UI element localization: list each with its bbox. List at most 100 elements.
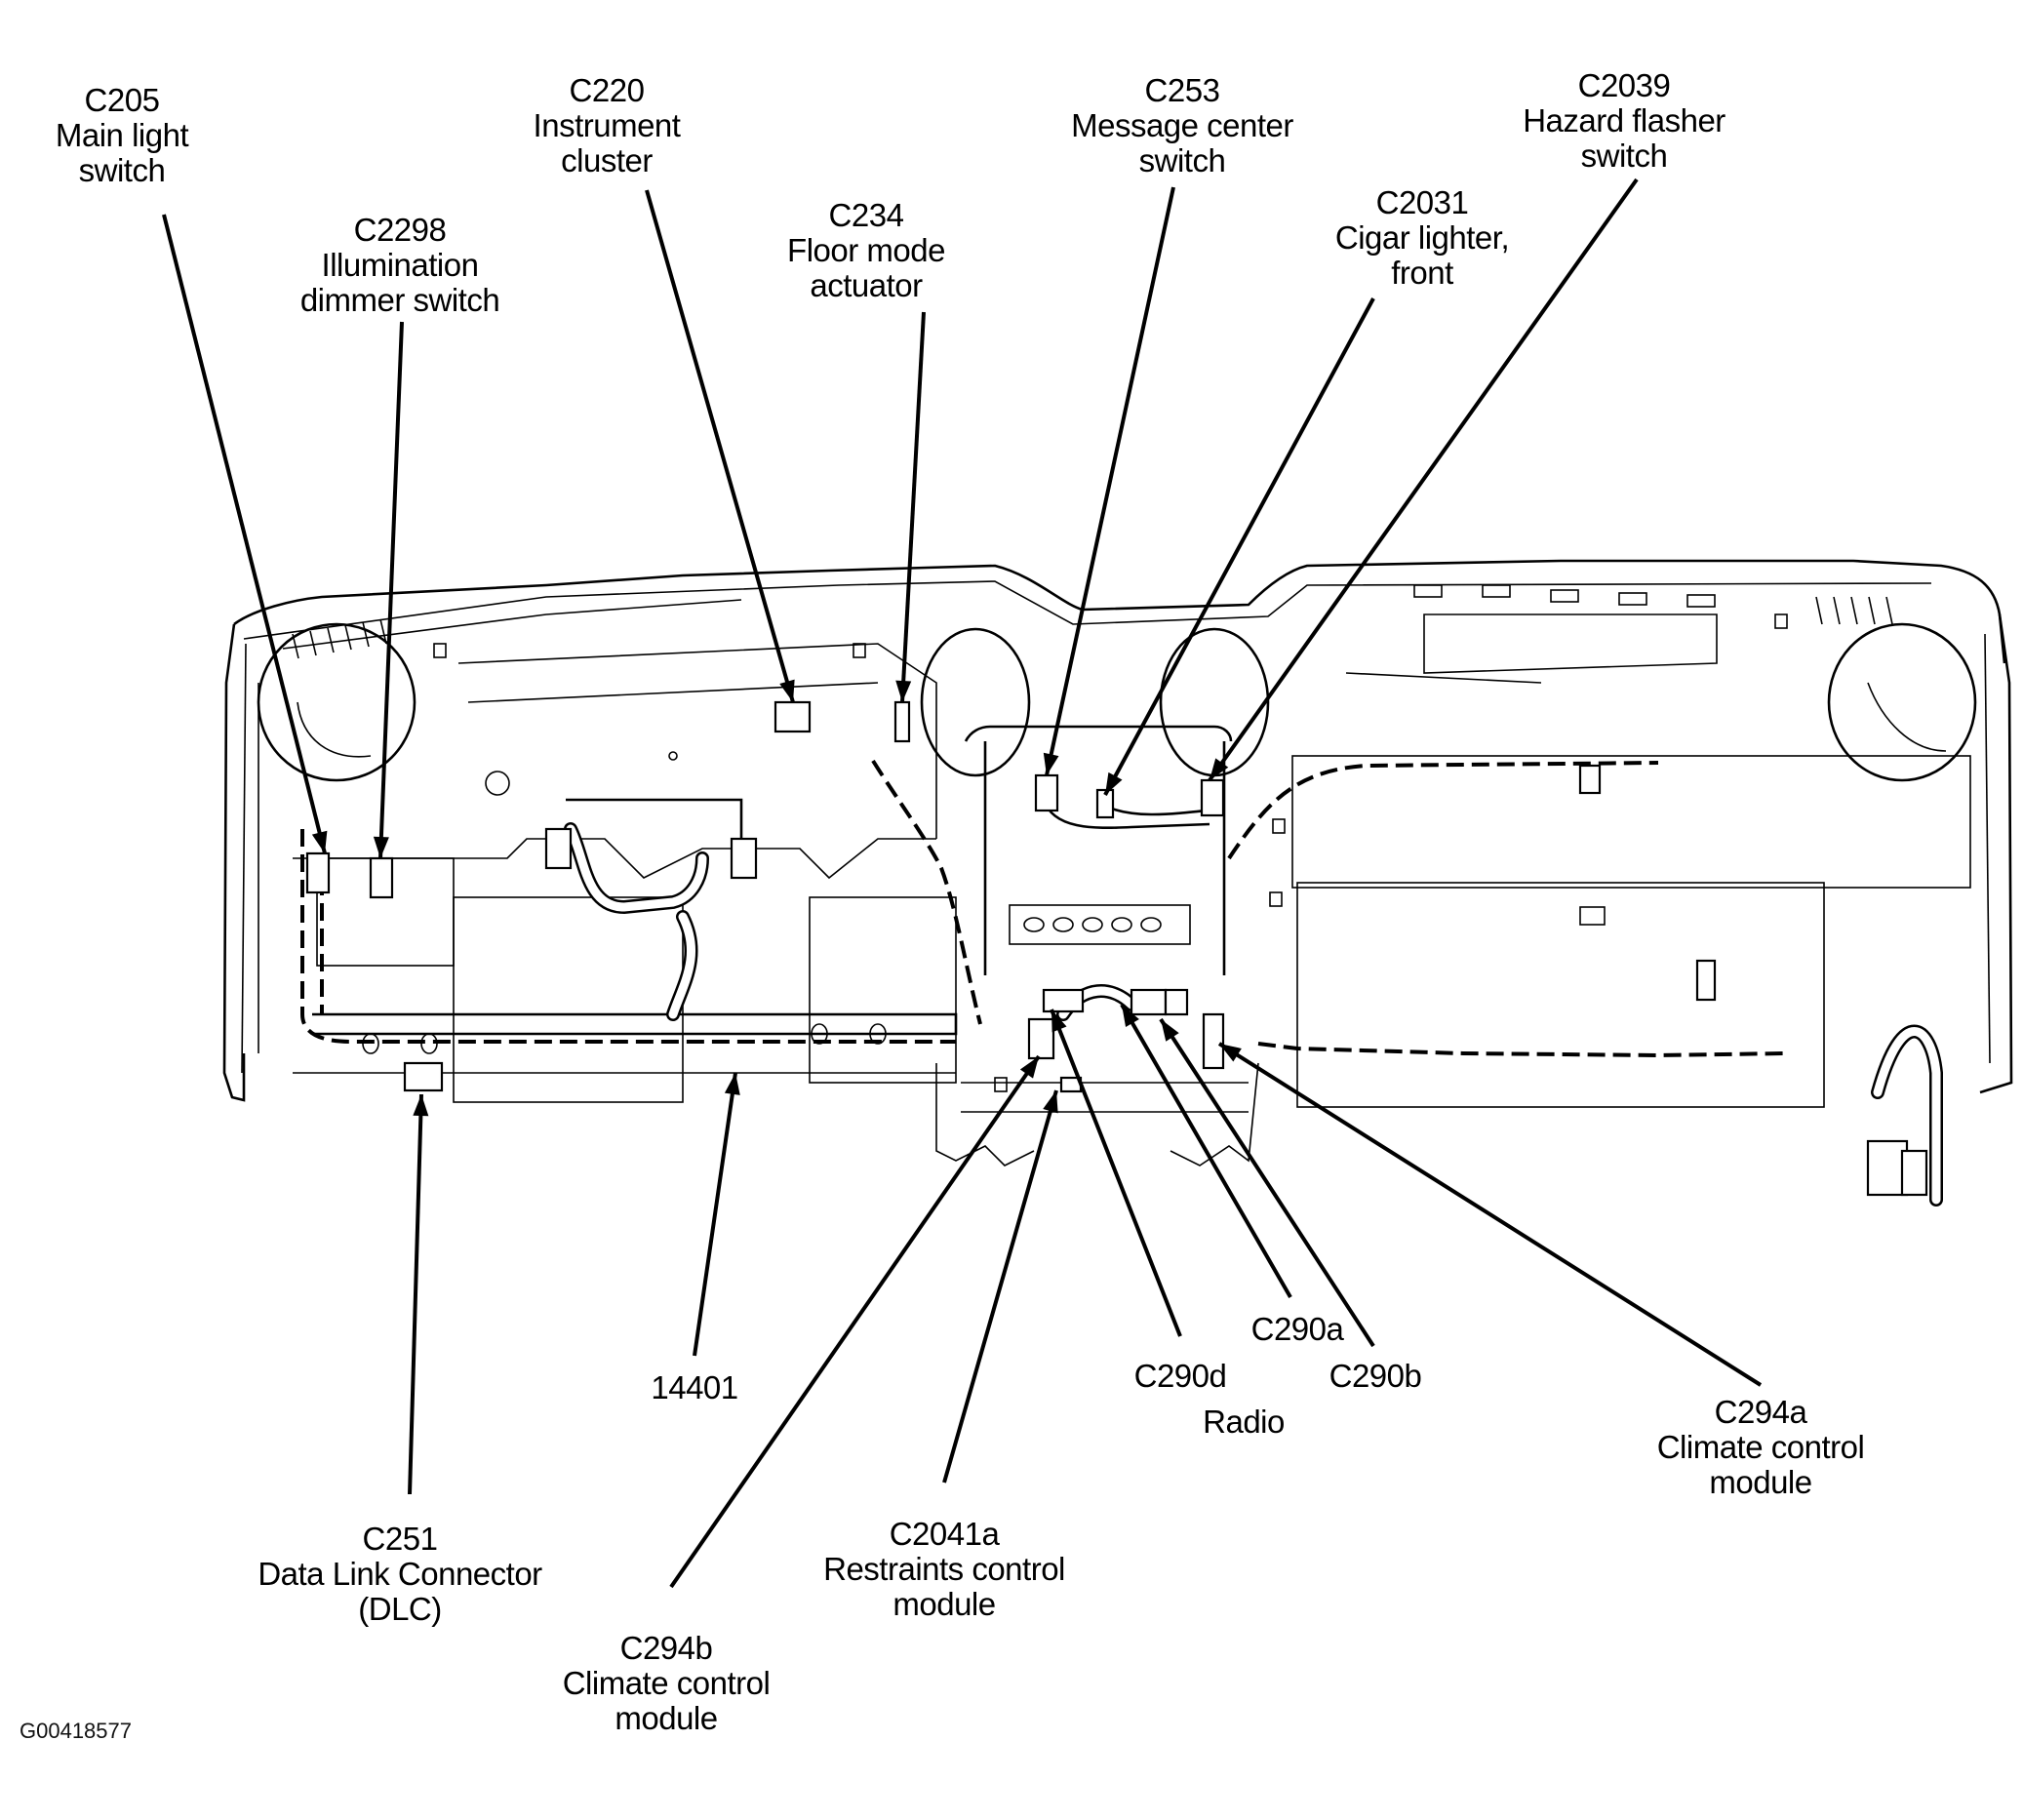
arrowhead-icon [1219,1044,1242,1062]
leader-line [1050,1009,1182,1337]
leader-line [1208,178,1639,782]
callout-description: Illumination [321,247,479,283]
callout-description: Hazard flasher [1523,102,1726,138]
panel-outline [222,559,2013,1102]
glovebox-area [1291,613,1971,1108]
callout-code: C290a [1250,1311,1344,1347]
callout-description: Main light [55,117,189,153]
callout-description: Climate control [562,1665,771,1701]
callout-description: dimmer switch [299,282,500,318]
callout-description: front [1391,255,1453,291]
arrowhead-icon [1210,758,1229,780]
callout-description: Restraints control [823,1551,1065,1587]
callout-description: Climate control [1656,1429,1865,1465]
callout-description: module [615,1700,718,1736]
leader-c294b [669,1054,1041,1589]
callout-radio: Radio [1203,1405,1285,1440]
callout-code: C294a [1714,1394,1807,1430]
callout-c290b: C290b [1329,1359,1422,1394]
callout-code: C253 [1144,72,1220,108]
callout-description: Cigar lighter, [1334,219,1510,256]
callout-description: switch [78,152,166,188]
leader-line [693,1072,737,1357]
callout-code: C290b [1329,1358,1422,1394]
wiring-harness [300,759,1943,1207]
leader-line [162,214,327,854]
callout-h14401: 14401 [651,1369,738,1405]
leader-c234 [895,311,926,703]
leader-c2031 [1103,297,1375,796]
callout-c290a: C290a [1251,1312,1344,1347]
leader-h14401 [693,1072,740,1357]
arrowhead-icon [1105,772,1123,795]
arrowhead-icon [1161,1019,1179,1042]
callout-description: module [892,1586,996,1622]
leader-c290d [1050,1009,1182,1337]
leader-c294a [1217,1042,1763,1387]
arrowhead-icon [1043,1090,1058,1114]
callout-description: switch [1138,142,1226,178]
arrowhead-icon [413,1094,429,1117]
arrowhead-icon [779,679,795,702]
leader-c251 [408,1093,429,1495]
callout-description: actuator [810,267,923,303]
leader-line [1159,1017,1375,1348]
callout-description: Message center [1071,107,1293,143]
callout-code: C2041a [889,1516,1000,1552]
center-stack [935,725,1259,1167]
leader-c2039 [1208,178,1639,782]
callout-code: C294b [619,1630,713,1666]
callout-description: Floor mode [787,232,945,268]
leader-c2298 [373,321,404,859]
callout-code: C251 [362,1521,438,1557]
connectors [305,700,1928,1197]
callout-code: Radio [1203,1404,1285,1440]
callout-description: switch [1580,138,1668,174]
arrowhead-icon [311,830,328,853]
arrowhead-icon [1122,1005,1139,1028]
leader-c220 [645,189,795,703]
figure-id: G00418577 [20,1719,132,1743]
arrowhead-icon [1019,1056,1039,1079]
leader-line [645,189,795,703]
callout-description: Instrument [533,107,681,143]
leader-line [378,321,404,859]
leader-c290b [1159,1017,1375,1348]
callout-description: cluster [561,142,653,178]
leader-line [408,1093,423,1495]
leader-c205 [162,214,328,854]
leader-c290a [1120,1004,1292,1298]
arrowhead-icon [724,1073,740,1095]
leader-lines [162,178,1763,1589]
arrowhead-icon [373,836,389,858]
arrowhead-icon [1051,1009,1067,1033]
vent-housings [257,622,1977,782]
callout-code: C220 [569,72,645,108]
callout-description: Data Link Connector [258,1556,542,1592]
leader-line [1217,1042,1763,1387]
callout-code: C234 [828,197,904,233]
leader-line [942,1089,1058,1484]
leader-c253 [1043,186,1175,776]
callout-code: 14401 [651,1369,738,1405]
leader-line [900,311,926,703]
leader-line [1103,297,1375,796]
leader-line [1045,186,1175,776]
callout-code: C290d [1133,1358,1227,1394]
leader-c2041a [942,1089,1058,1484]
callout-code: C2031 [1375,184,1469,220]
leader-line [1120,1004,1292,1298]
callout-c290d: C290d [1134,1359,1227,1394]
